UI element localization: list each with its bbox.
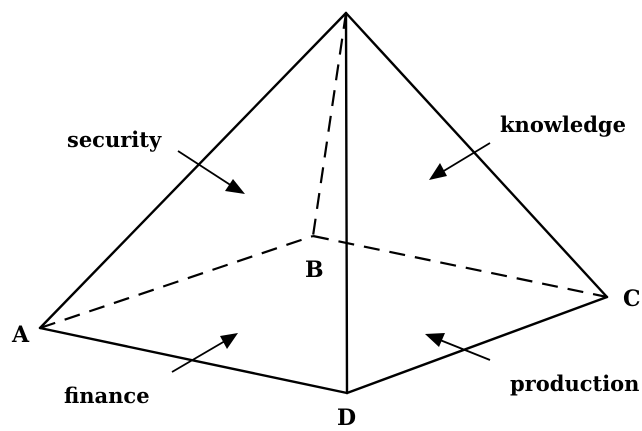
vertex-b-label: B <box>305 257 324 283</box>
knowledge-arrow-shaft <box>441 142 491 173</box>
knowledge-label: knowledge <box>500 112 626 137</box>
security-arrowhead <box>225 179 245 194</box>
vertex-d-label: D <box>337 405 356 431</box>
edge-apex-d <box>344 11 349 395</box>
edge-d-c <box>345 295 609 395</box>
edge-apex-a <box>38 11 348 330</box>
knowledge-arrow <box>429 142 491 180</box>
production-arrow-shaft <box>439 339 491 361</box>
edge-apex-b <box>311 12 348 237</box>
vertex-c-label: C <box>623 286 641 312</box>
security-arrow-shaft <box>177 150 233 187</box>
edge-b-c <box>312 234 608 299</box>
production-arrowhead <box>425 333 445 347</box>
security-arrow <box>177 150 245 194</box>
edge-apex-c <box>344 11 609 299</box>
edge-a-b <box>39 234 314 330</box>
finance-label: finance <box>64 383 150 408</box>
finance-arrow-shaft <box>171 340 226 373</box>
vertex-a-label: A <box>11 322 30 348</box>
knowledge-arrowhead <box>429 163 447 180</box>
production-label: production <box>510 371 639 396</box>
finance-arrowhead <box>220 333 238 349</box>
security-label: security <box>67 127 162 152</box>
edge-a-d <box>38 326 349 395</box>
production-arrow <box>425 333 491 361</box>
finance-arrow <box>171 333 238 373</box>
